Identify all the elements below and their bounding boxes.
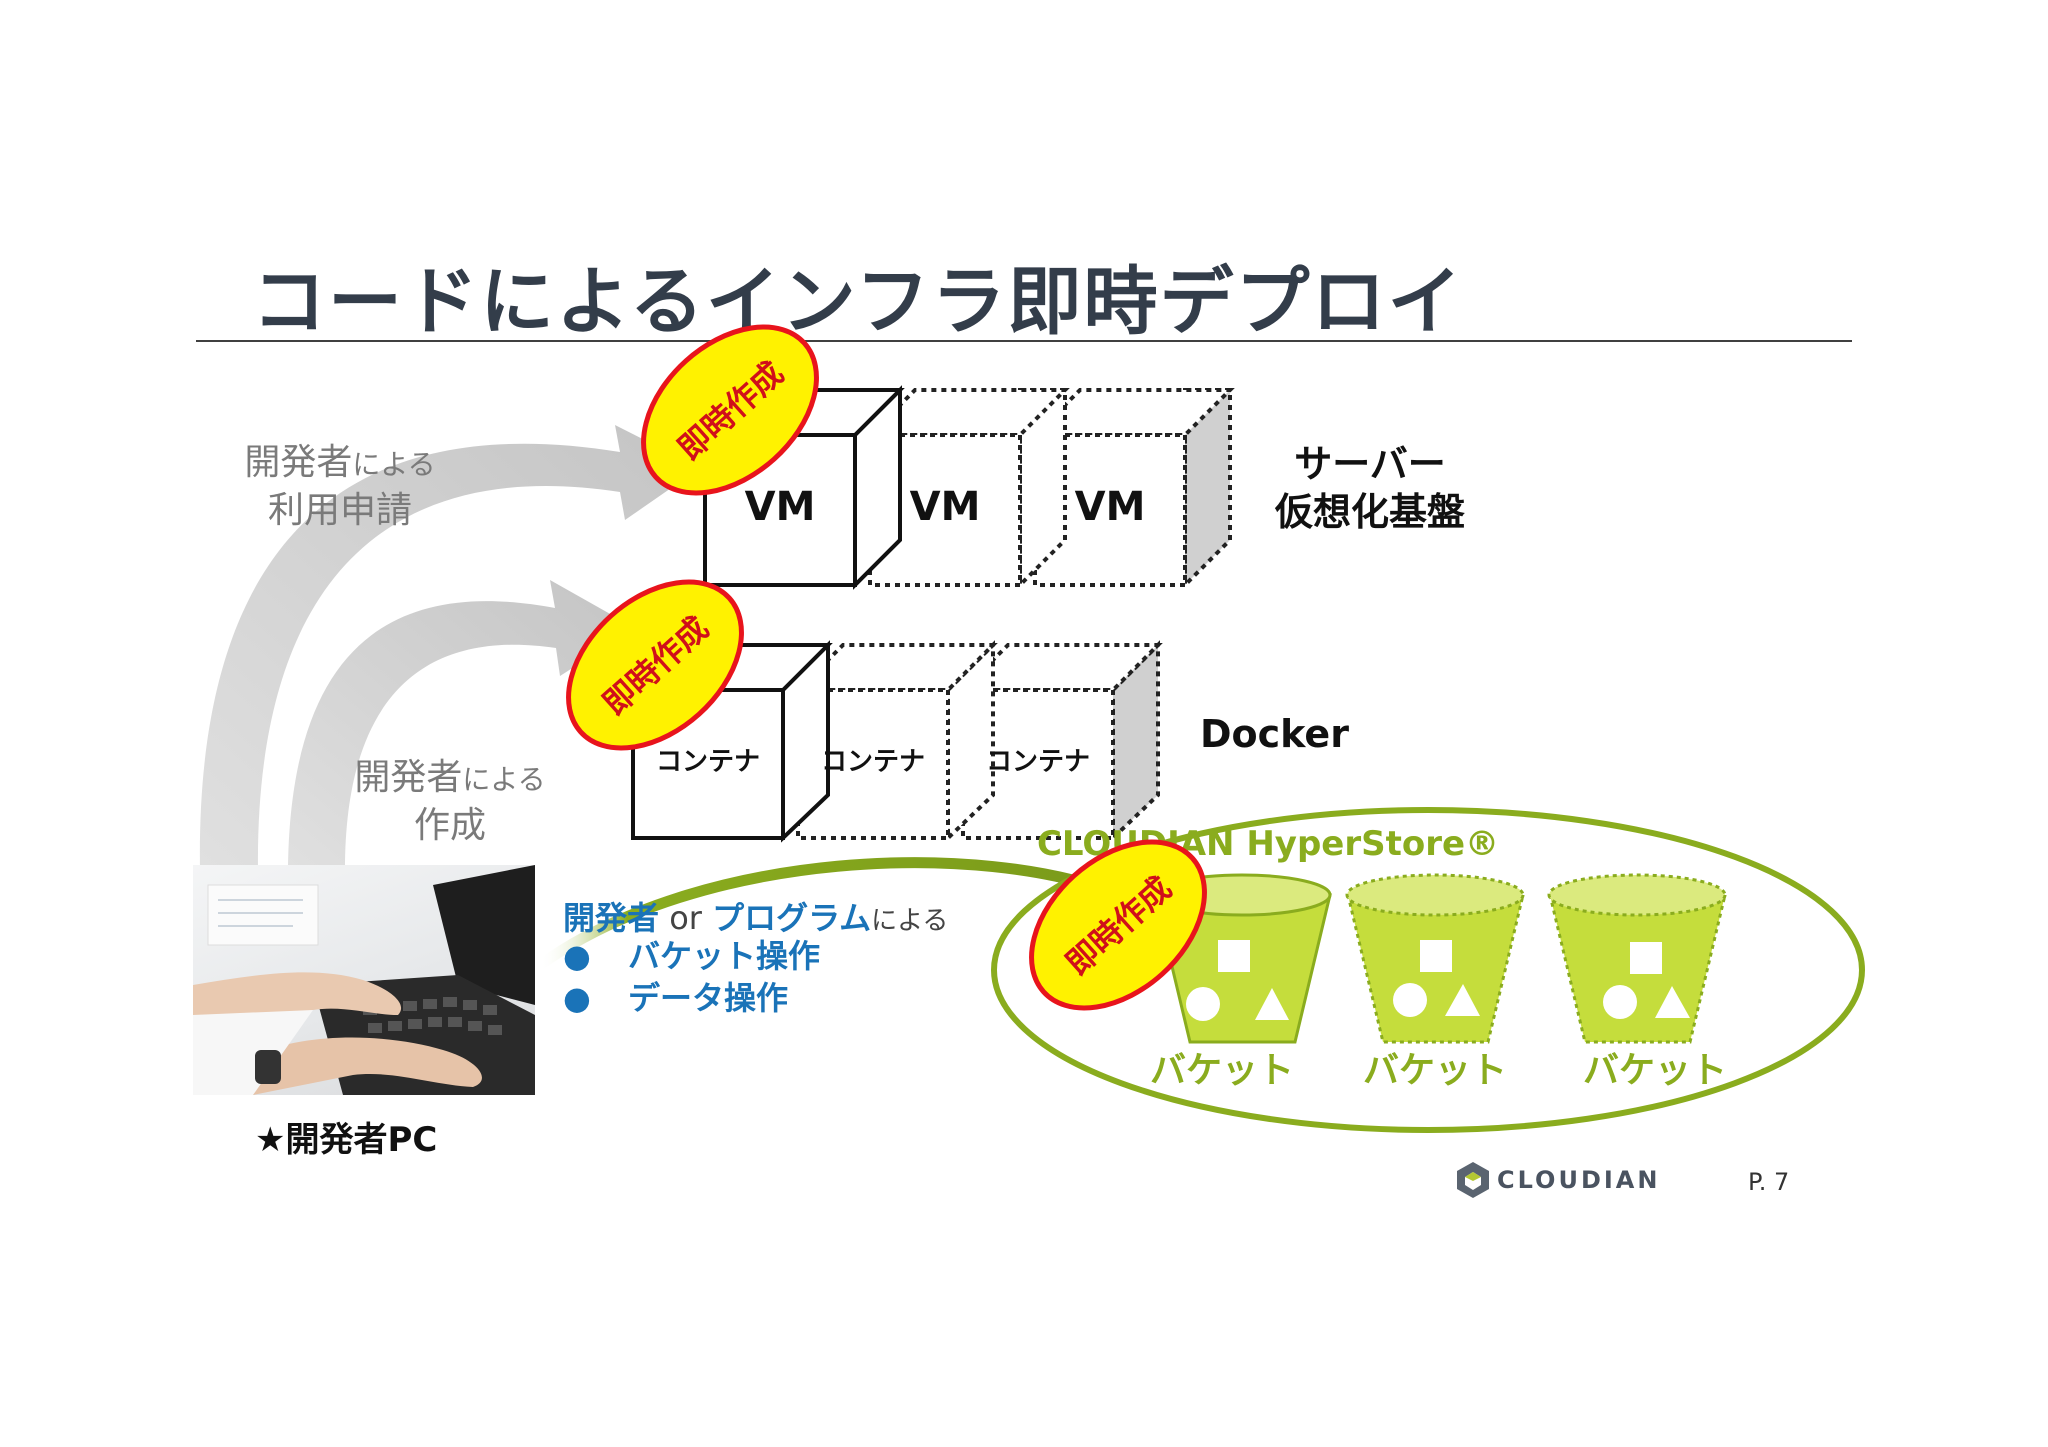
bucket-2 xyxy=(1345,873,1525,1044)
developer-pc-label: ★開発者PC xyxy=(255,1120,438,1160)
page-number: P. 7 xyxy=(1748,1168,1790,1196)
storage-link-line xyxy=(536,857,1123,970)
hand-right xyxy=(253,1037,482,1095)
triangle-shape-icon xyxy=(1255,988,1289,1020)
developer-pc-photo xyxy=(193,865,535,1095)
instant-create-badge-vm: 即時作成 xyxy=(641,324,819,496)
circle-shape-icon xyxy=(1603,985,1637,1019)
cloudian-logo: CLOUDIAN xyxy=(1455,1160,1660,1200)
request-arrow xyxy=(199,425,700,870)
vm-row: VM VM VM xyxy=(700,385,1235,590)
request-label: 開発者による 利用申請 xyxy=(244,442,436,531)
operations-item: ●データ操作 xyxy=(563,979,789,1017)
vm-label-3: VM xyxy=(1075,484,1146,530)
hand-left xyxy=(193,972,402,1025)
container-row-label: Docker xyxy=(1200,712,1349,756)
page-title: コードによるインフラ即時デプロイ xyxy=(252,259,1464,345)
vm-box-3 xyxy=(1030,388,1235,590)
bucket-label-1: バケット xyxy=(1150,1050,1294,1091)
bucket-label-2: バケット xyxy=(1363,1050,1507,1091)
circle-shape-icon xyxy=(1186,987,1220,1021)
square-shape-icon xyxy=(1420,940,1452,972)
operations-item: ●バケット操作 xyxy=(563,937,821,975)
operations-heading: 開発者 or プログラムによる xyxy=(563,899,949,937)
container-label-2: コンテナ xyxy=(821,747,925,777)
laptop-screen xyxy=(433,865,535,1005)
triangle-shape-icon xyxy=(1655,986,1690,1018)
wristwatch xyxy=(255,1050,281,1084)
operations-list: ●バケット操作 ●データ操作 xyxy=(563,935,820,1019)
bucket-3 xyxy=(1547,873,1727,1044)
create-label: 開発者による 作成 xyxy=(354,757,546,846)
container-label-3: コンテナ xyxy=(986,747,1090,777)
instant-create-badge-storage: 即時作成 xyxy=(1029,839,1207,1011)
title-divider xyxy=(196,340,1852,342)
vm-row-label: サーバー 仮想化基盤 xyxy=(1274,442,1465,534)
container-label-1: コンテナ xyxy=(656,747,760,777)
vm-label-1: VM xyxy=(745,484,816,530)
instant-create-badge-container: 即時作成 xyxy=(566,579,744,751)
create-arrow xyxy=(288,580,635,870)
square-shape-icon xyxy=(1218,940,1250,972)
circle-shape-icon xyxy=(1393,983,1427,1017)
vm-label-2: VM xyxy=(910,484,981,530)
vm-box-2 xyxy=(865,388,1070,590)
square-shape-icon xyxy=(1630,942,1662,974)
cloudian-logo-icon xyxy=(1457,1162,1489,1198)
bucket-label-3: バケット xyxy=(1583,1050,1727,1091)
triangle-shape-icon xyxy=(1445,984,1480,1016)
